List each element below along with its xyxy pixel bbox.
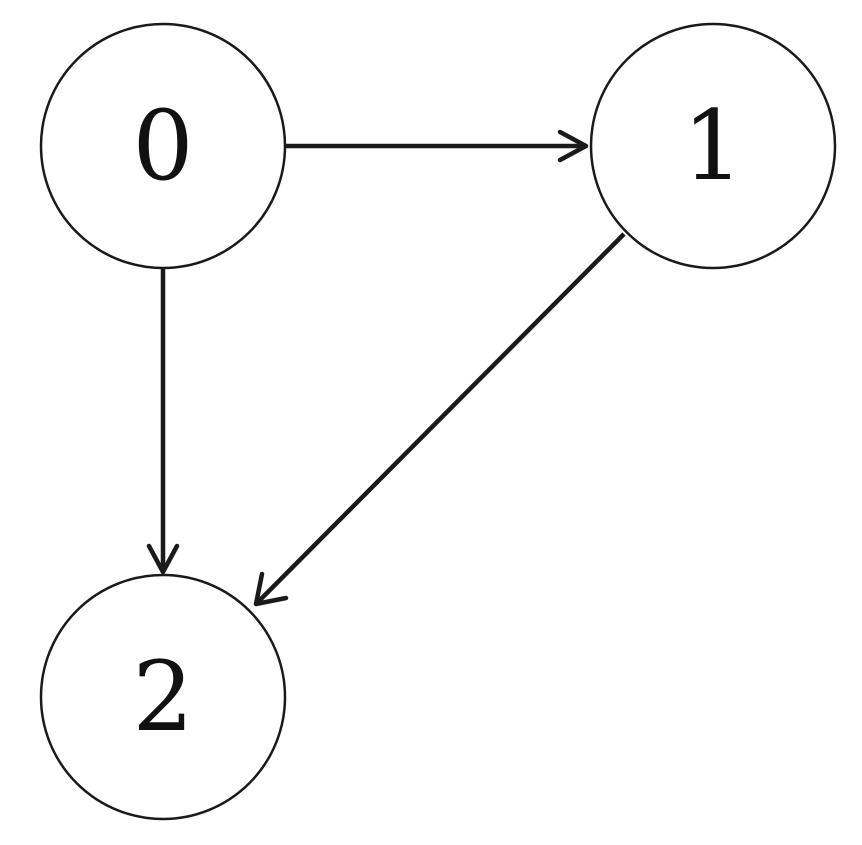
node-circle [589, 22, 837, 270]
node-label: 1 [682, 90, 743, 202]
edge-1-to-2 [253, 232, 626, 607]
edge-0-to-1 [286, 129, 589, 163]
edge-0-to-2 [146, 268, 180, 575]
node-circle [39, 22, 287, 270]
arrow-head [146, 543, 180, 575]
node-2: 2 [39, 573, 287, 821]
node-1: 1 [589, 22, 837, 270]
node-circle [39, 573, 287, 821]
arrow-head [253, 571, 289, 607]
node-label: 0 [132, 90, 193, 202]
arrow-head [557, 129, 589, 163]
edge-line [256, 232, 626, 604]
node-0: 0 [39, 22, 287, 270]
node-label: 2 [132, 641, 193, 753]
